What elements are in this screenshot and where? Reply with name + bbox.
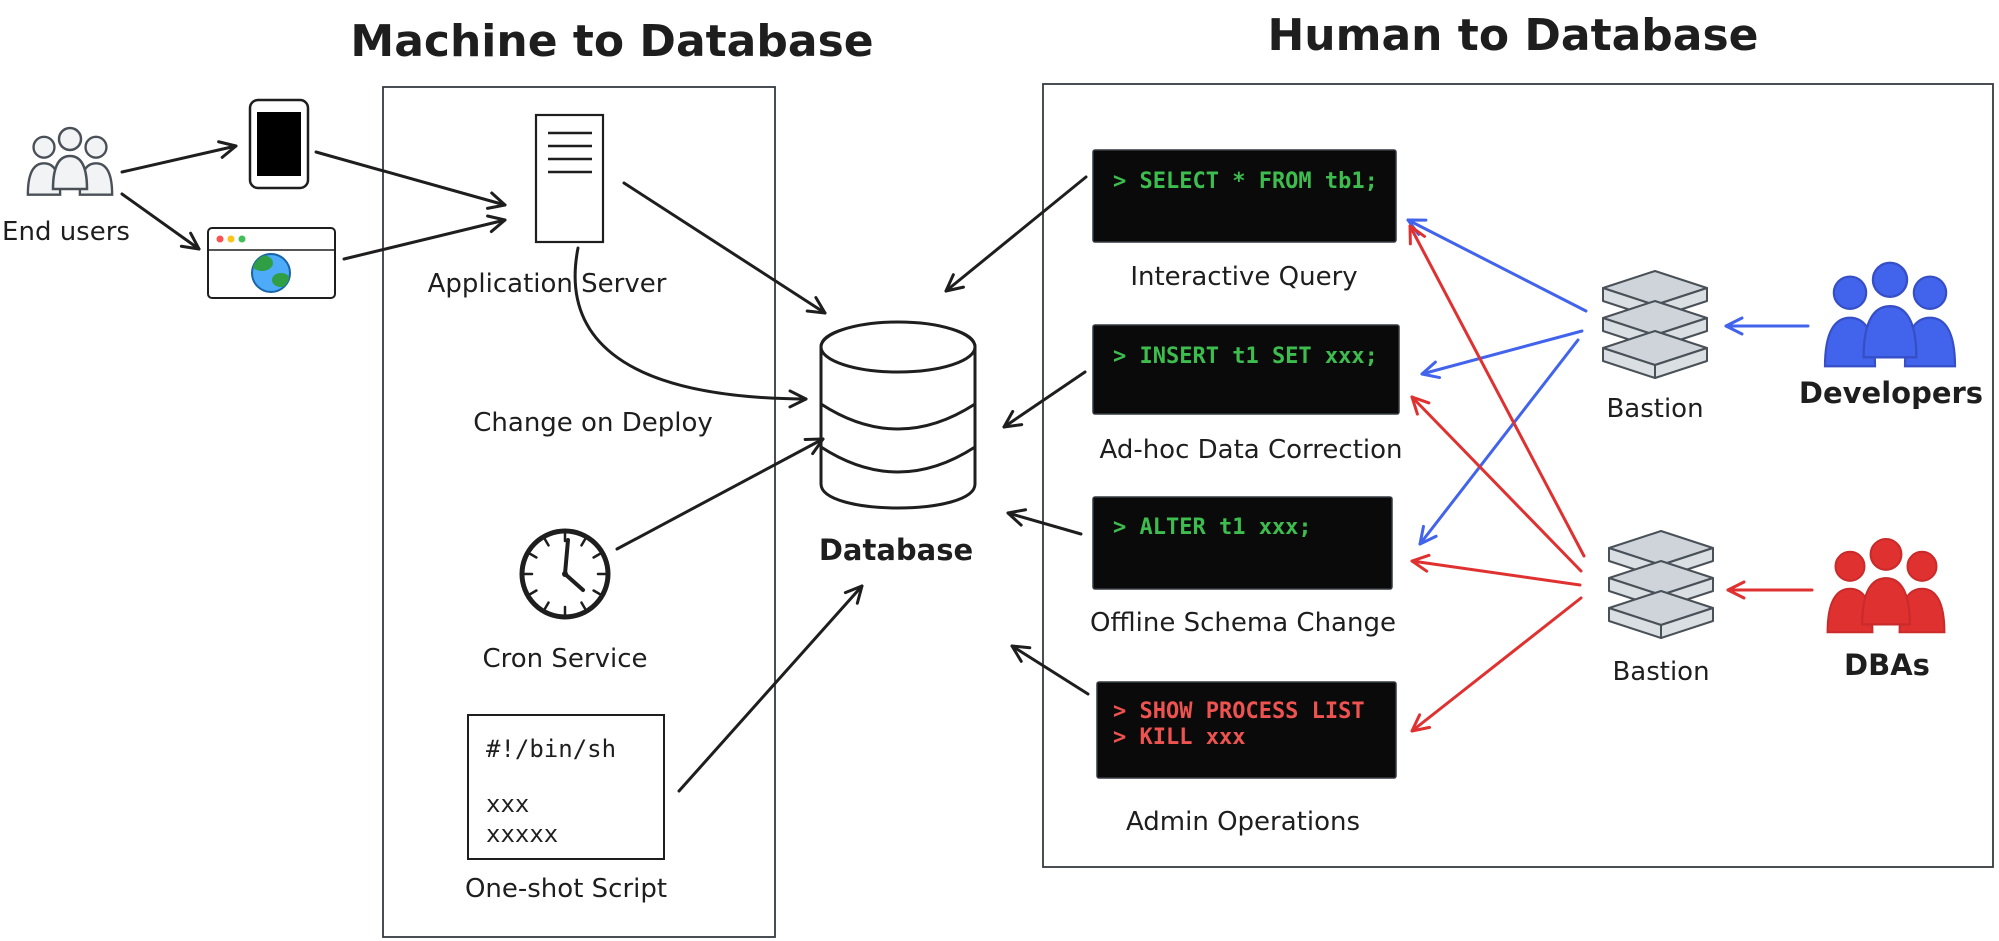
offline-schema-change-label: Offline Schema Change [1090, 608, 1396, 638]
arrow-bastion-bottom-to-terminal4 [1410, 596, 1583, 733]
terminal-offline-schema-change: > ALTER t1 xxx; [1092, 496, 1393, 590]
bastion-top-server-stack-icon [1602, 270, 1708, 379]
terminal-4-line-1: > SHOW PROCESS LIST [1113, 699, 1365, 724]
application-server-label: Application Server [428, 269, 667, 299]
arrow-terminal1-to-database [944, 175, 1088, 293]
arrow-bastion-top-to-terminal2 [1420, 329, 1584, 380]
document-server-icon [534, 113, 605, 244]
arrow-bastion-top-to-terminal3 [1418, 338, 1580, 546]
arrow-terminal3-to-database [1006, 508, 1083, 536]
adhoc-data-correction-label: Ad-hoc Data Correction [1099, 435, 1402, 465]
machine-section-title: Machine to Database [350, 16, 873, 67]
terminal-interactive-query: > SELECT * FROM tb1; [1092, 149, 1397, 243]
terminal-1-line-1: > SELECT * FROM tb1; [1113, 169, 1378, 194]
clock-icon [519, 528, 611, 620]
arrow-browser-to-appserver [342, 214, 507, 261]
terminal-adhoc-data-correction: > INSERT t1 SET xxx; [1092, 324, 1400, 415]
arrow-endusers-to-browser [120, 192, 201, 251]
human-section-title: Human to Database [1267, 10, 1758, 61]
browser-dot-red [216, 235, 224, 243]
script-line-2: xxx [486, 790, 529, 818]
bastion-bottom-label: Bastion [1612, 657, 1709, 687]
one-shot-script-label: One-shot Script [465, 874, 667, 904]
smartphone-icon [248, 98, 310, 190]
dbas-label: DBAs [1844, 648, 1930, 682]
terminal-2-line-1: > INSERT t1 SET xxx; [1113, 344, 1378, 369]
terminal-admin-operations: > SHOW PROCESS LIST > KILL xxx [1096, 681, 1397, 779]
bastion-top-label: Bastion [1606, 394, 1703, 424]
arrow-bastion-bottom-to-terminal3 [1410, 553, 1582, 587]
change-on-deploy-label: Change on Deploy [473, 408, 713, 438]
terminal-4-line-2: > KILL xxx [1113, 725, 1245, 750]
interactive-query-label: Interactive Query [1130, 262, 1357, 292]
arrow-appserver-to-database [622, 181, 827, 315]
machine-section-frame [382, 86, 776, 938]
browser-dot-yellow [227, 235, 235, 243]
developers-label: Developers [1799, 376, 1983, 410]
terminal-3-line-1: > ALTER t1 xxx; [1113, 515, 1312, 540]
arrow-terminal4-to-database [1010, 644, 1090, 696]
arrow-phone-to-appserver [314, 150, 507, 210]
bastion-bottom-server-stack-icon [1608, 530, 1714, 639]
arrow-bastion-bottom-to-terminal1 [1408, 224, 1586, 558]
admin-operations-label: Admin Operations [1126, 807, 1360, 837]
human-section-frame [1042, 83, 1994, 868]
end-users-label: End users [2, 217, 130, 247]
cron-service-label: Cron Service [482, 644, 647, 674]
arrow-script-to-database [677, 584, 864, 793]
script-line-shebang: #!/bin/sh [486, 735, 616, 763]
arrow-endusers-to-phone [120, 140, 238, 174]
database-label: Database [819, 533, 973, 567]
database-cylinder-icon [819, 320, 977, 510]
arrow-bastion-bottom-to-terminal2 [1410, 395, 1583, 573]
browser-window-icon [207, 227, 336, 299]
arrow-change-on-deploy-to-database [573, 246, 808, 409]
arrow-cron-to-database [615, 437, 825, 551]
shell-script-icon: #!/bin/sh xxx xxxxx [467, 714, 665, 860]
arrow-bastion-top-to-terminal1 [1406, 218, 1588, 313]
browser-dot-green [238, 235, 246, 243]
script-line-3: xxxxx [486, 820, 558, 848]
arrow-terminal2-to-database [1002, 370, 1087, 429]
